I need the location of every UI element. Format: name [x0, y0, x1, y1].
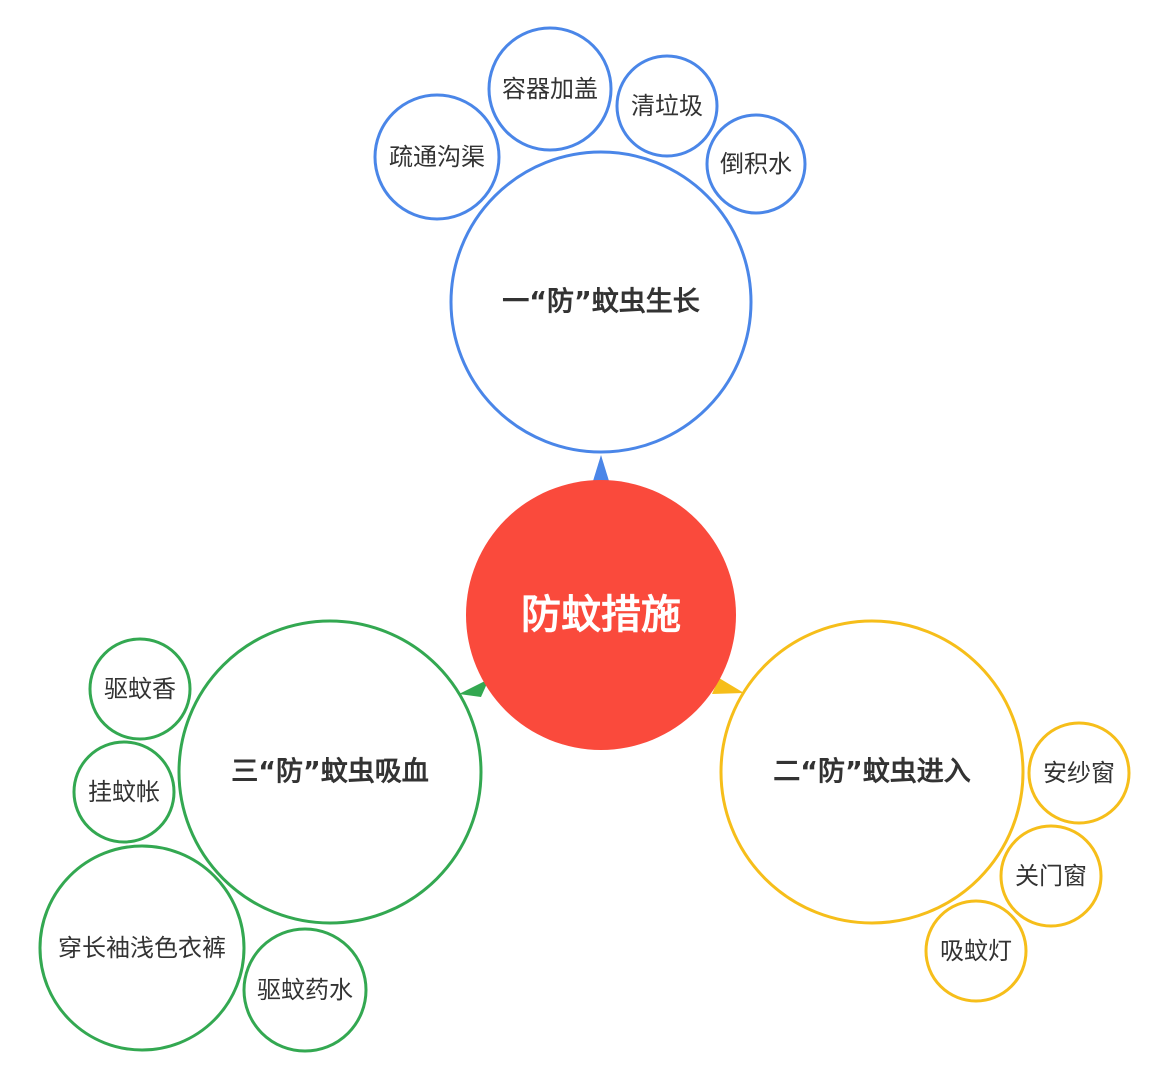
leaf-circle-incense[interactable]: [88, 637, 192, 741]
leaf-circle-repellent[interactable]: [242, 927, 368, 1053]
leaf-circle-clear-garbage[interactable]: [615, 54, 719, 158]
leaf-label-incense: 驱蚊香: [104, 675, 176, 703]
leaf-label-mosquito-lamp: 吸蚊灯: [940, 937, 1012, 965]
leaf-circle-dredge-ditch[interactable]: [373, 93, 501, 221]
branch-label-growth: 一“防”蚊虫生长: [502, 286, 700, 318]
leaf-label-close-windows: 关门窗: [1015, 862, 1087, 890]
connector-arrow-growth: [593, 455, 609, 481]
leaf-circle-long-sleeves[interactable]: [38, 844, 246, 1052]
leaf-label-dredge-ditch: 疏通沟渠: [389, 143, 485, 171]
leaf-circle-net[interactable]: [72, 740, 176, 844]
leaf-circle-install-screen[interactable]: [1027, 721, 1131, 825]
leaf-label-empty-water: 倒积水: [720, 150, 792, 178]
branch-label-bite: 三“防”蚊虫吸血: [231, 756, 429, 788]
leaf-circle-close-windows[interactable]: [999, 824, 1103, 928]
branch-prevent-bite[interactable]: 三“防”蚊虫吸血 驱蚊香 挂蚊帐 穿长袖浅色衣裤 驱蚊药水: [38, 619, 483, 1053]
leaf-label-repellent: 驱蚊药水: [257, 976, 353, 1004]
leaf-label-install-screen: 安纱窗: [1043, 759, 1115, 787]
center-circle[interactable]: [466, 480, 736, 750]
leaf-label-net: 挂蚊帐: [88, 778, 160, 806]
leaf-label-clear-garbage: 清垃圾: [631, 92, 703, 120]
leaf-circle-empty-water[interactable]: [705, 113, 807, 215]
leaf-label-cover-container: 容器加盖: [502, 75, 598, 103]
leaf-circle-cover-container[interactable]: [487, 26, 613, 152]
branch-circle-growth[interactable]: [449, 150, 753, 454]
branch-circle-entry[interactable]: [719, 619, 1025, 925]
branch-circle-bite[interactable]: [177, 619, 483, 925]
center-label: 防蚊措施: [521, 592, 681, 638]
leaf-circle-mosquito-lamp[interactable]: [924, 899, 1028, 1003]
branch-prevent-growth[interactable]: 一“防”蚊虫生长 疏通沟渠 容器加盖 清垃圾 倒积水: [373, 26, 807, 454]
connector-arrow-entry: [712, 678, 744, 694]
branch-label-entry: 二“防”蚊虫进入: [773, 756, 971, 788]
center-node[interactable]: 防蚊措施: [466, 480, 736, 750]
branch-prevent-entry[interactable]: 二“防”蚊虫进入 安纱窗 关门窗 吸蚊灯: [719, 619, 1131, 1003]
leaf-label-long-sleeves: 穿长袖浅色衣裤: [58, 934, 226, 962]
connector-arrow-bite: [459, 679, 489, 697]
